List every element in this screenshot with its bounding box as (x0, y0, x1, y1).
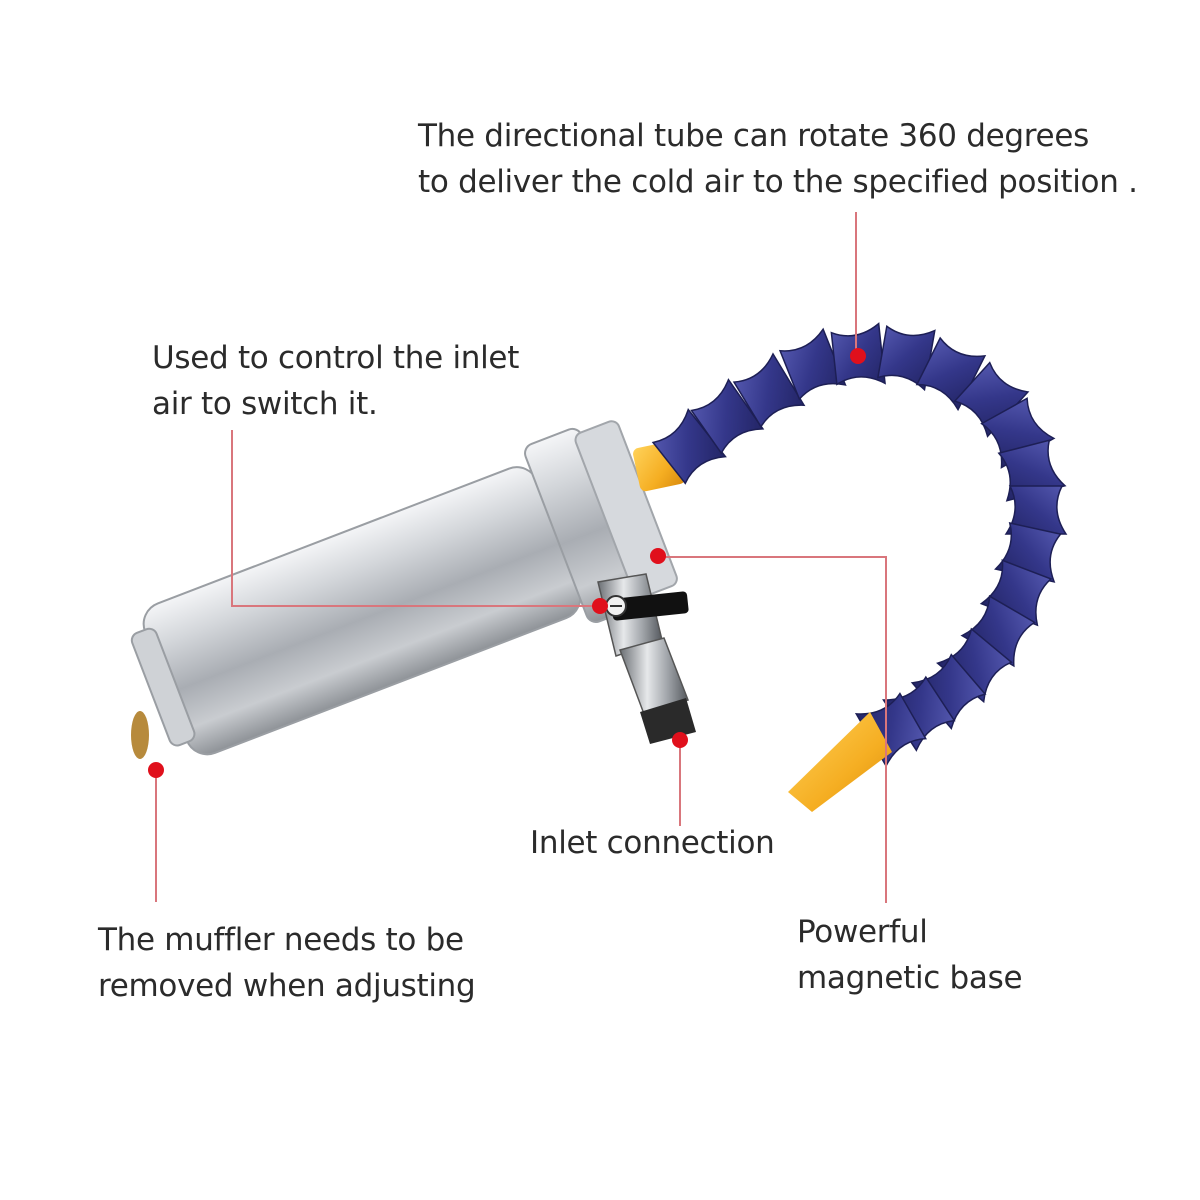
hose-segment (882, 675, 956, 752)
nozzle-tip (788, 712, 892, 812)
hose-segment (960, 594, 1036, 668)
callout-directional-tube: The directional tube can rotate 360 degr… (418, 113, 1138, 205)
hose-segment (980, 397, 1056, 469)
callout-text: to deliver the cold air to the specified… (418, 164, 1138, 200)
callout-inlet-switch: Used to control the inlet air to switch … (152, 335, 519, 427)
hose-segment (936, 627, 1013, 704)
hose-segment (876, 324, 936, 392)
inlet-valve (597, 573, 696, 744)
valve-handle (611, 591, 689, 621)
callout-inlet-connection: Inlet connection (530, 820, 775, 866)
callout-text: air to switch it. (152, 386, 378, 422)
hose-segment (778, 327, 847, 401)
muffler (131, 711, 149, 759)
hose-segment (915, 336, 987, 412)
callout-text: Powerful (797, 914, 928, 950)
directional-tube (651, 322, 1068, 768)
hose-segment (690, 378, 765, 455)
hose-segment (732, 352, 806, 429)
callout-markers (148, 348, 866, 778)
callout-text: Used to control the inlet (152, 340, 520, 376)
callout-text: The directional tube can rotate 360 degr… (418, 118, 1089, 154)
hose-segment (1004, 485, 1068, 535)
callout-muffler: The muffler needs to be removed when adj… (98, 917, 476, 1009)
callout-text: Inlet connection (530, 825, 775, 861)
callout-text: magnetic base (797, 960, 1023, 996)
callout-text: The muffler needs to be (98, 922, 464, 958)
callout-magnetic-base: Powerful magnetic base (797, 909, 1023, 1001)
hose-segment (854, 692, 927, 768)
hose-segment (910, 653, 987, 730)
vortex-tube-body (130, 420, 678, 756)
hose-segment (651, 408, 727, 485)
hose-segment (953, 361, 1030, 438)
callout-text: removed when adjusting (98, 968, 476, 1004)
leader-lines (155, 212, 887, 903)
